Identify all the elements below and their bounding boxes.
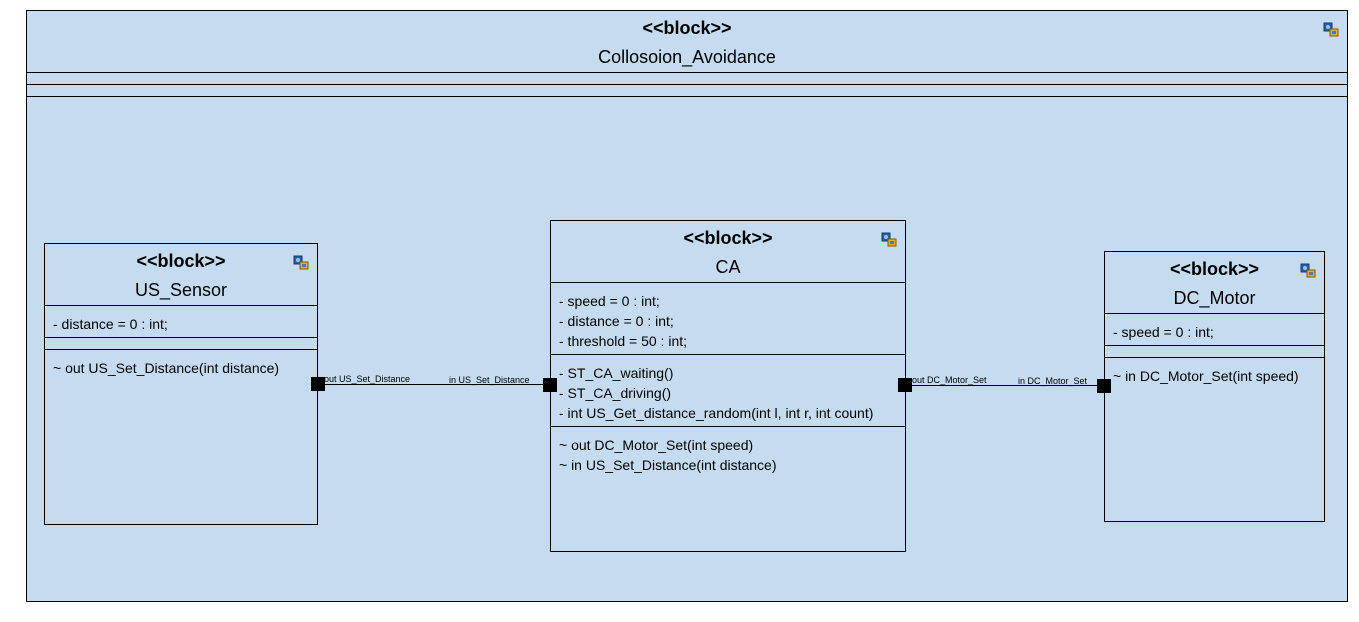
- ca-operation: - ST_CA_driving(): [559, 385, 672, 401]
- ca-divider-3: [551, 426, 905, 427]
- connector-us-to-ca[interactable]: [324, 384, 550, 385]
- ca-stereotype: <<block>>: [683, 228, 773, 248]
- us-sensor-divider-2: [45, 337, 317, 338]
- connector-ca-to-dc[interactable]: [912, 385, 1104, 386]
- port-ca-in[interactable]: [543, 378, 557, 392]
- outer-block-stereotype: <<block>>: [642, 18, 732, 38]
- us-sensor-port-entry: ~ out US_Set_Distance(int distance): [53, 360, 280, 376]
- port-label-ca-out: out DC_Motor_Set: [912, 375, 987, 385]
- dc-motor-stereotype: <<block>>: [1169, 259, 1260, 279]
- outer-divider-3: [27, 96, 1347, 97]
- ca-operation: - ST_CA_waiting(): [559, 365, 674, 381]
- block-dc-motor[interactable]: <<block>> DC_Motor - speed = 0 : int; ~ …: [1104, 251, 1325, 522]
- outer-divider-2: [27, 84, 1347, 85]
- ca-attribute: - distance = 0 : int;: [559, 313, 674, 329]
- block-ca[interactable]: <<block>> CA - speed = 0 : int; - distan…: [550, 220, 906, 552]
- ca-port-entry: ~ out DC_Motor_Set(int speed): [559, 437, 754, 453]
- dc-motor-port-entry: ~ in DC_Motor_Set(int speed): [1113, 368, 1299, 384]
- us-sensor-divider-3: [45, 349, 317, 350]
- port-us-out[interactable]: [311, 377, 325, 391]
- ca-name: CA: [715, 257, 741, 277]
- port-dc-in[interactable]: [1097, 379, 1111, 393]
- us-sensor-attribute: - distance = 0 : int;: [53, 316, 168, 332]
- ca-divider-1: [551, 282, 905, 283]
- block-icon: [293, 255, 309, 270]
- port-label-ca-in: in US_Set_Distance: [449, 375, 530, 385]
- port-label-us-out: out US_Set_Distance: [324, 374, 411, 384]
- block-icon: [1323, 22, 1339, 37]
- ca-operation: - int US_Get_distance_random(int l, int …: [559, 405, 874, 421]
- outer-divider-1: [27, 72, 1347, 73]
- dc-motor-divider-3: [1105, 357, 1324, 358]
- dc-motor-divider-1: [1105, 313, 1324, 314]
- dc-motor-divider-2: [1105, 345, 1324, 346]
- ca-attribute: - threshold = 50 : int;: [559, 333, 688, 349]
- ca-port-entry: ~ in US_Set_Distance(int distance): [559, 457, 777, 473]
- block-icon: [881, 232, 897, 247]
- outer-block-name: Collosoion_Avoidance: [598, 47, 776, 67]
- dc-motor-attribute: - speed = 0 : int;: [1113, 324, 1214, 340]
- block-us-sensor[interactable]: <<block>> US_Sensor - distance = 0 : int…: [44, 243, 318, 525]
- ca-divider-2: [551, 354, 905, 355]
- port-ca-out[interactable]: [898, 378, 912, 392]
- us-sensor-stereotype: <<block>>: [136, 251, 226, 271]
- us-sensor-name: US_Sensor: [134, 280, 228, 300]
- us-sensor-divider-1: [45, 305, 317, 306]
- ca-attribute: - speed = 0 : int;: [559, 293, 660, 309]
- dc-motor-name: DC_Motor: [1173, 288, 1256, 308]
- block-icon: [1300, 263, 1316, 278]
- port-label-dc-in: in DC_Motor_Set: [1018, 376, 1088, 386]
